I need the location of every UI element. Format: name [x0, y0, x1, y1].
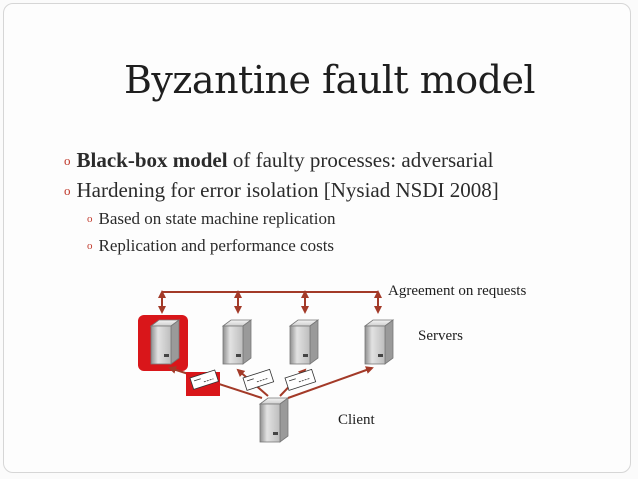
- bullet-marker: o: [87, 213, 93, 225]
- bullet-text: Hardening for error isolation [Nysiad NS…: [76, 178, 499, 202]
- agreement-bus: [158, 290, 382, 314]
- message-envelope: [242, 368, 275, 391]
- server-icon: [149, 319, 181, 365]
- sub-bullet-smr: o Based on state machine replication: [87, 209, 335, 229]
- bullet-text: of faulty processes: adversarial: [227, 148, 494, 172]
- sub-bullet-text: Replication and performance costs: [98, 236, 335, 255]
- sub-bullet-text: Based on state machine replication: [98, 209, 336, 228]
- servers-label: Servers: [418, 328, 463, 344]
- message-envelope: [284, 368, 317, 391]
- sub-bullet-costs: o Replication and performance costs: [87, 236, 334, 256]
- bullet-hardening: o Hardening for error isolation [Nysiad N…: [64, 178, 499, 203]
- client-icon: [258, 397, 290, 443]
- server-icon: [363, 319, 395, 365]
- bullet-black-box: o Black-box model of faulty processes: ad…: [64, 148, 494, 173]
- server-icon: [221, 319, 253, 365]
- server-icon: [288, 319, 320, 365]
- slide-title: Byzantine fault model: [124, 58, 536, 102]
- bullet-bold-text: Black-box model: [76, 148, 228, 172]
- client-label: Client: [338, 412, 375, 428]
- bullet-marker: o: [87, 240, 93, 252]
- bullet-marker: o: [64, 153, 71, 168]
- faulty-message-envelope: [186, 369, 220, 396]
- slide-frame: [3, 3, 631, 473]
- bullet-marker: o: [64, 183, 71, 198]
- agreement-label: Agreement on requests: [388, 283, 527, 299]
